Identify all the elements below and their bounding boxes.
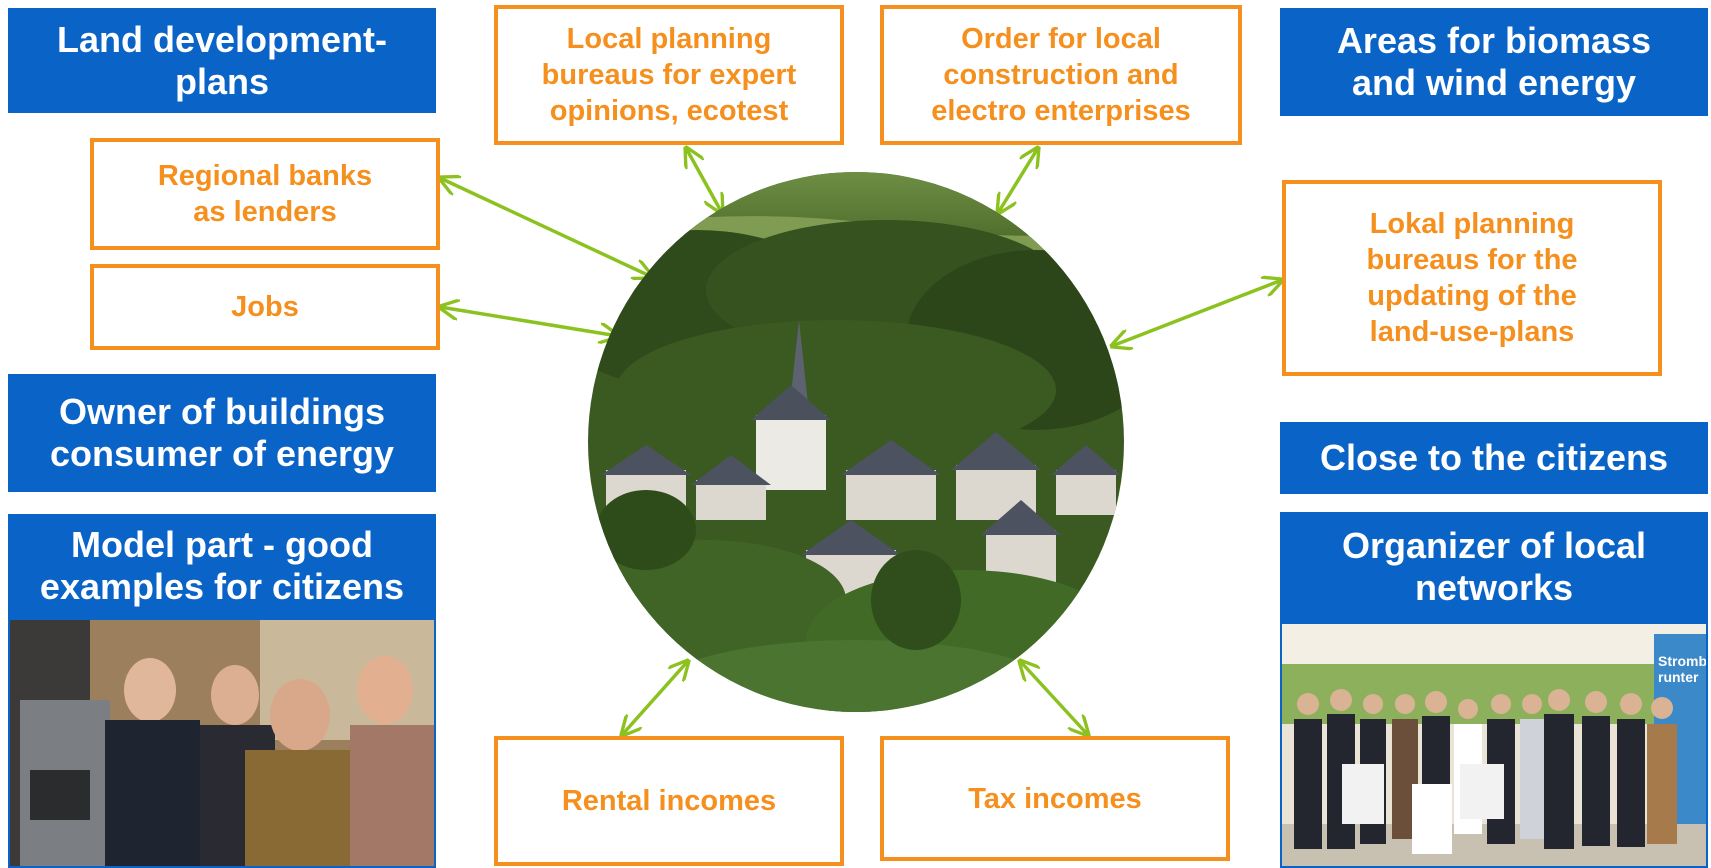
tax-incomes-box: Tax incomes (880, 736, 1230, 861)
land-development-plans-box: Land development- plans (8, 8, 436, 113)
order-local-construction-box: Order for local construction and electro… (880, 5, 1242, 145)
regional-banks-box: Regional banks as lenders (90, 138, 440, 250)
organizer-local-networks-box: Organizer of local networks (1280, 512, 1708, 622)
local-planning-bureaus-box: Local planning bureaus for expert opinio… (494, 5, 844, 145)
owner-of-buildings-box: Owner of buildings consumer of energy (8, 374, 436, 492)
close-to-citizens-box: Close to the citizens (1280, 422, 1708, 494)
biomass-wind-areas-box: Areas for biomass and wind energy (1280, 8, 1708, 116)
officials-photo (8, 618, 436, 868)
lokal-planning-bureaus-box: Lokal planning bureaus for the updating … (1282, 180, 1662, 376)
rental-incomes-box: Rental incomes (494, 736, 844, 866)
village-photo (588, 172, 1124, 712)
model-part-box: Model part - good examples for citizens (8, 514, 436, 618)
jobs-box: Jobs (90, 264, 440, 350)
arrow-lokal-planning (1112, 280, 1282, 346)
